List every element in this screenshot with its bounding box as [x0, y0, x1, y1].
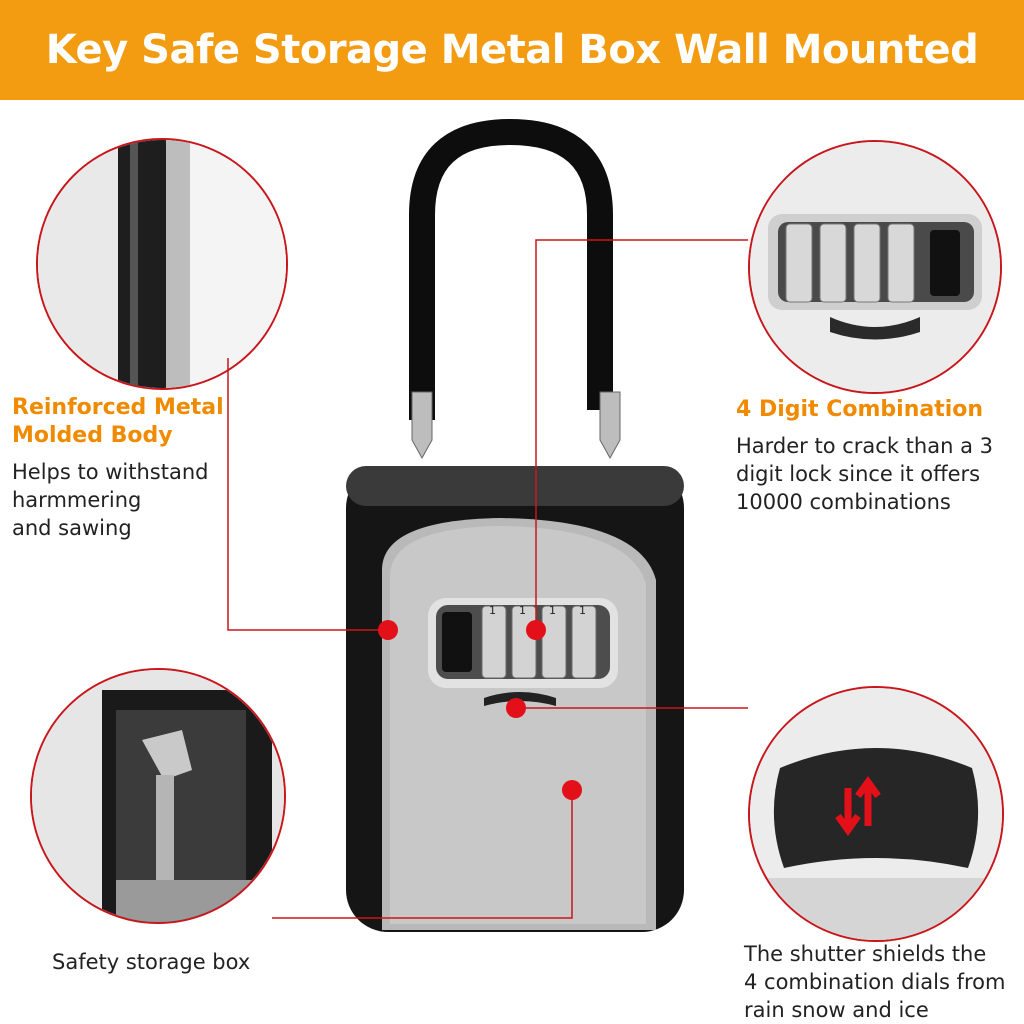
combination-callout-desc-line1: Harder to crack than a 3 [736, 434, 993, 458]
combination-callout-desc-line2: digit lock since it offers [736, 462, 981, 486]
shutter-marker-dot [506, 698, 526, 718]
combination-marker-dot [526, 620, 546, 640]
title-banner: Key Safe Storage Metal Box Wall Mounted [0, 0, 1024, 100]
shutter-callout-desc-line3: rain snow and ice [744, 998, 929, 1022]
storage-marker-dot [562, 780, 582, 800]
dial-digit: 1 [489, 604, 496, 617]
storage-callout: Safety storage box [52, 948, 312, 976]
dial-digit: 1 [519, 604, 526, 617]
body-marker-dot [378, 620, 398, 640]
combination-callout: 4 Digit Combination Harder to crack than… [736, 396, 1022, 516]
storage-leader-line [272, 790, 573, 919]
storage-box-detail-image [30, 668, 286, 924]
storage-callout-title: Safety storage box [52, 950, 251, 974]
dial-digit: 1 [579, 604, 586, 617]
metal-body-detail-image [36, 138, 288, 390]
body-callout-title-line1: Reinforced Metal [12, 395, 224, 420]
body-leader-line [227, 358, 388, 631]
combination-leader-line [535, 239, 748, 630]
shutter-detail-image [748, 686, 1004, 942]
body-callout-desc-line1: Helps to withstand [12, 460, 209, 484]
shutter-callout: The shutter shields the 4 combination di… [744, 940, 1024, 1024]
combination-dials-detail-image [748, 140, 1002, 394]
combination-callout-desc-line3: 10000 combinations [736, 490, 951, 514]
shutter-callout-desc-line2: 4 combination dials from [744, 970, 1006, 994]
shutter-callout-desc-line1: The shutter shields the [744, 942, 987, 966]
body-callout-desc-line2: harmmering [12, 488, 142, 512]
body-callout-title-line2: Molded Body [12, 423, 173, 448]
dial-digit: 1 [549, 604, 556, 617]
body-callout-desc-line3: and sawing [12, 516, 132, 540]
page-title: Key Safe Storage Metal Box Wall Mounted [45, 27, 979, 73]
combination-callout-title: 4 Digit Combination [736, 397, 984, 422]
body-callout: Reinforced Metal Molded Body Helps to wi… [12, 394, 242, 542]
